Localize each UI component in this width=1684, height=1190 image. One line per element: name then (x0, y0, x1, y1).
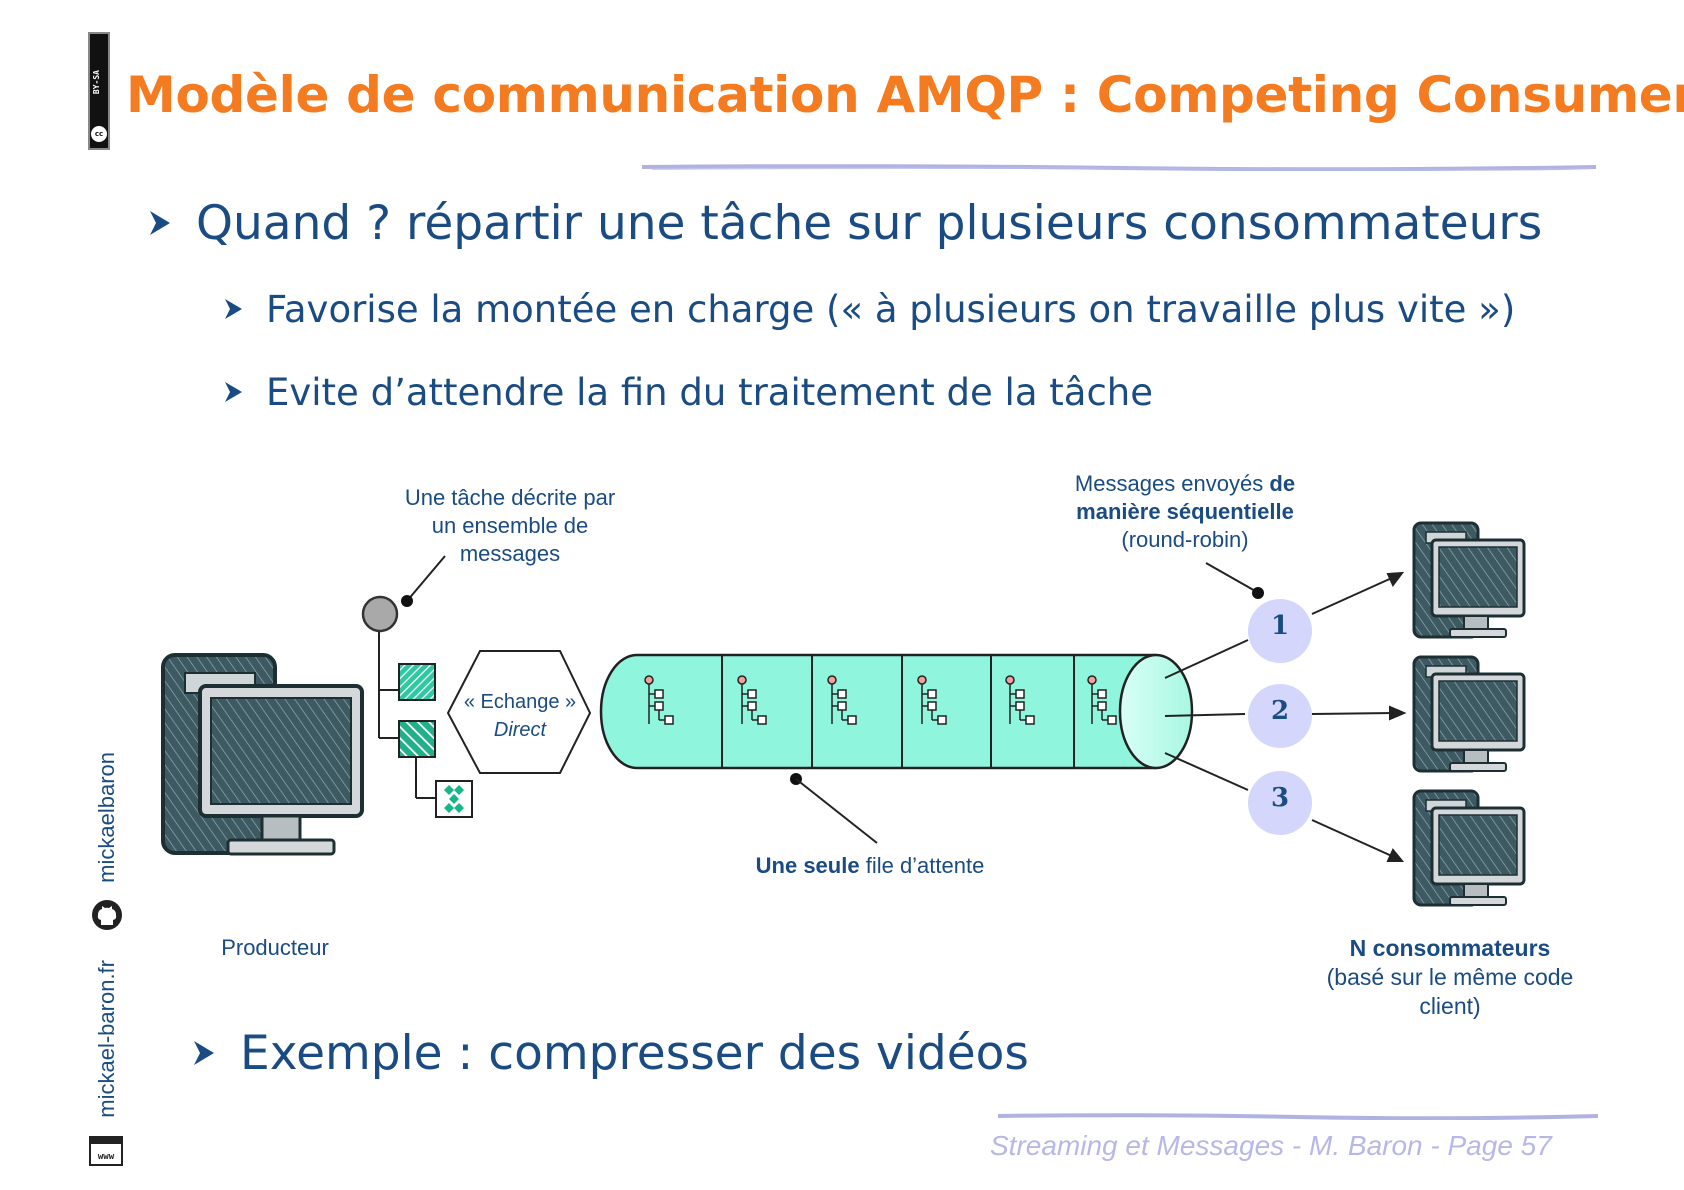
bullet-evite: Evite d’attendre la fin du traitement de… (222, 371, 1153, 414)
task-annotation-line2: un ensemble de (431, 513, 589, 538)
task-node-circle (361, 595, 399, 633)
consumers-label-line3: client) (1419, 993, 1481, 1019)
message-block (398, 663, 436, 701)
task-icon (917, 675, 947, 725)
exchange-hexagon (446, 650, 592, 774)
round-robin-circle-3 (1248, 771, 1312, 835)
chevron-right-icon (222, 288, 246, 331)
queue-annotation-bold: Une seule (755, 853, 860, 878)
queue-annotation-text: file d’attente (865, 853, 985, 878)
chevron-right-icon (146, 196, 176, 251)
queued-task-icons (644, 675, 1117, 725)
exchange-label-line1: « Echange » (463, 691, 577, 713)
sequential-line3: (round-robin) (1121, 527, 1249, 552)
bullet-exemple: Exemple : compresser des vidéos (190, 1026, 1029, 1081)
footer-page-info: Streaming et Messages - M. Baron - Page … (990, 1130, 1552, 1161)
task-annotation: Une tâche décrite par un ensemble de mes… (390, 484, 630, 568)
sequential-annotation: Messages envoyés de manière séquentielle… (1040, 470, 1330, 554)
sequential-line2-bold: manière séquentielle (1076, 499, 1294, 524)
title-divider (642, 164, 1596, 171)
license-badge: BY-SA cc (88, 32, 110, 150)
bullet-evite-text: Evite d’attendre la fin du traitement de… (266, 371, 1154, 414)
task-icon (827, 675, 857, 725)
queue-annotation: Une seule file d’attente (720, 852, 1020, 880)
consumer-computer-icon (1412, 789, 1526, 907)
round-robin-number-3: 3 (1270, 783, 1290, 813)
task-icon (1087, 675, 1117, 725)
task-icon (1005, 675, 1035, 725)
cc-icon: cc (91, 126, 107, 142)
producer-computer-icon (161, 653, 364, 856)
chevron-right-icon (222, 371, 246, 414)
bullet-when-text: Quand ? répartir une tâche sur plusieurs… (196, 196, 1543, 251)
round-robin-number-1: 1 (1270, 611, 1290, 641)
task-annotation-line1: Une tâche décrite par (404, 485, 616, 510)
round-robin-number-2: 2 (1270, 696, 1290, 726)
github-icon (92, 900, 122, 930)
producer-label: Producteur (221, 935, 329, 960)
exchange-label: « Echange » Direct (450, 688, 590, 744)
task-icon (737, 675, 767, 725)
consumers-label: N consommateurs (basé sur le même code c… (1300, 934, 1600, 1021)
bullet-favorise: Favorise la montée en charge (« à plusie… (222, 288, 1515, 331)
consumer-computer-icon (1412, 655, 1526, 773)
sequential-line1-bold: de (1269, 471, 1296, 496)
bullet-when: Quand ? répartir une tâche sur plusieurs… (146, 196, 1542, 251)
browser-window-icon: www (89, 1136, 123, 1166)
consumers-label-bold: N consommateurs (1349, 935, 1551, 961)
message-block (398, 720, 436, 758)
bullet-favorise-text: Favorise la montée en charge (« à plusie… (266, 288, 1516, 331)
task-message-tree (361, 595, 473, 818)
consumers-label-line2: (basé sur le même code (1326, 964, 1574, 990)
bullet-exemple-text: Exemple : compresser des vidéos (240, 1026, 1029, 1081)
task-annotation-line3: messages (459, 541, 561, 566)
svg-text:www: www (98, 1152, 115, 1162)
exchange-label-line2: Direct (493, 719, 547, 741)
round-robin-circle-2 (1248, 684, 1312, 748)
page-title: Modèle de communication AMQP : Competing… (126, 66, 1684, 124)
task-icon (644, 675, 674, 725)
queue-cylinder (599, 653, 1194, 770)
sequential-line1-text: Messages envoyés (1074, 471, 1264, 496)
round-robin-circle-1 (1248, 599, 1312, 663)
footer-divider (998, 1113, 1598, 1120)
consumer-computer-icon (1412, 521, 1526, 639)
chevron-right-icon (190, 1026, 220, 1081)
